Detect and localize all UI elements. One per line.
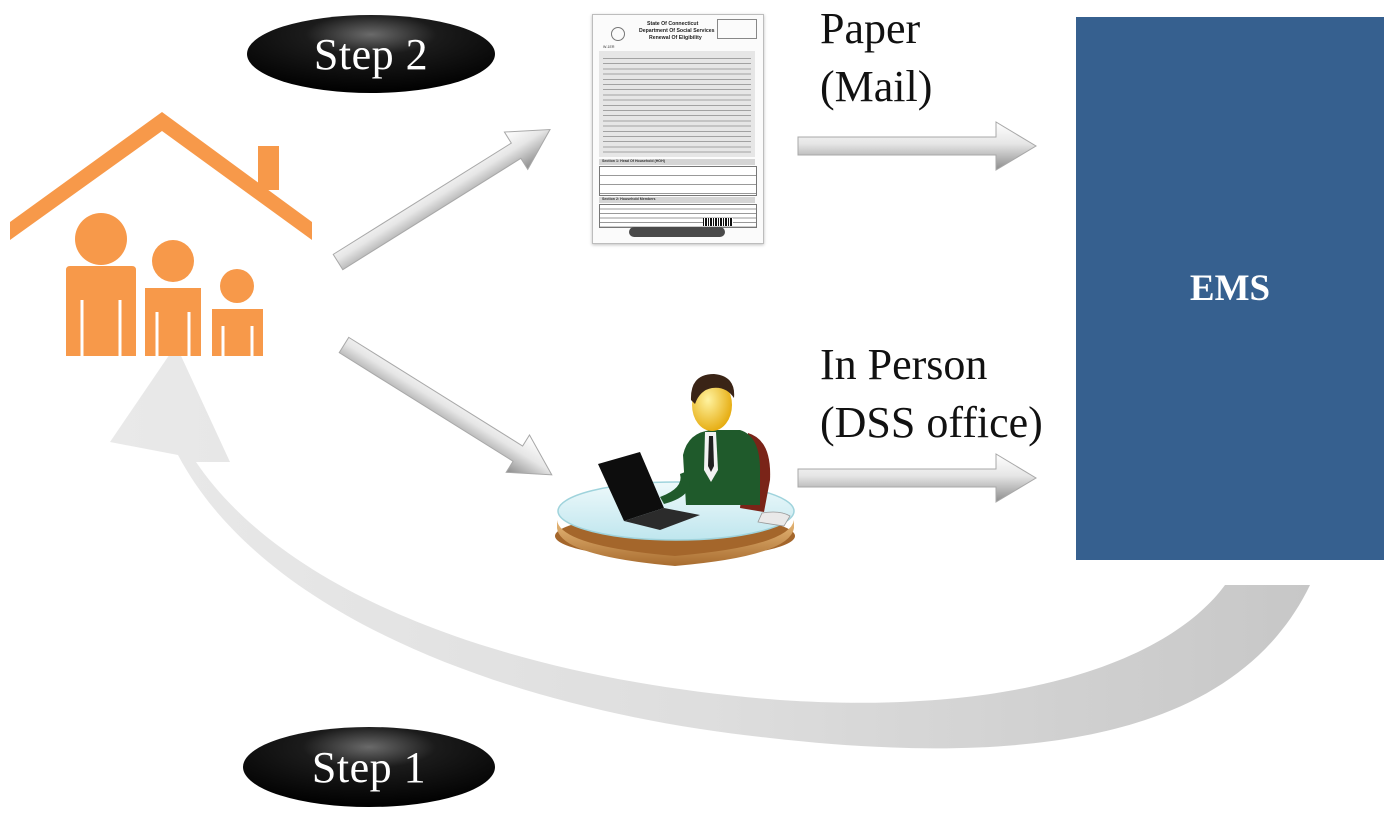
step1-label: Step 1	[311, 742, 427, 792]
in-person-label-line1: In Person	[820, 340, 988, 389]
form-section1-grid	[599, 166, 757, 196]
form-section1-header	[599, 159, 755, 165]
step2-badge: Step 2	[247, 15, 495, 93]
form-agency-line1: State Of Connecticut	[647, 21, 699, 27]
form-viewer-toolbar	[629, 227, 725, 237]
office-worker-icon	[555, 374, 795, 566]
form-section1-label: Section 1: Head Of Household (HOH)	[602, 159, 665, 163]
form-title: Renewal Of Eligibility	[649, 35, 702, 41]
form-seal-icon	[611, 27, 625, 41]
household-icon	[10, 112, 312, 356]
step2-pill-shape	[247, 15, 495, 93]
form-section2-label: Section 2: Household Members	[602, 197, 656, 201]
arrow-paper-to-ems	[797, 121, 1037, 171]
paper-label-line2: (Mail)	[820, 62, 933, 111]
ems-label: EMS	[1189, 268, 1271, 309]
arrow-to-paper	[332, 128, 551, 271]
form-section2-table	[599, 204, 757, 228]
in-person-label-line2: (DSS office)	[820, 398, 1043, 447]
renewal-form-document: State Of Connecticut Department Of Socia…	[592, 14, 764, 244]
household-figure-lines	[80, 300, 254, 356]
step2-label: Step 2	[313, 29, 429, 79]
form-code: W-1ER	[603, 45, 615, 49]
form-intro-lines	[603, 55, 751, 153]
paper-label-line1: Paper	[820, 4, 921, 53]
step1-pill-shape	[243, 727, 495, 807]
form-id-box	[717, 19, 757, 39]
form-section2-header	[599, 197, 755, 203]
form-barcode	[703, 218, 733, 226]
step1-badge: Step 1	[243, 727, 495, 807]
arrow-to-in-person	[338, 336, 553, 476]
arrow-in-person-to-ems	[797, 453, 1037, 503]
ems-system-box: EMS	[1076, 17, 1384, 560]
form-agency-line2: Department Of Social Services	[639, 28, 715, 34]
